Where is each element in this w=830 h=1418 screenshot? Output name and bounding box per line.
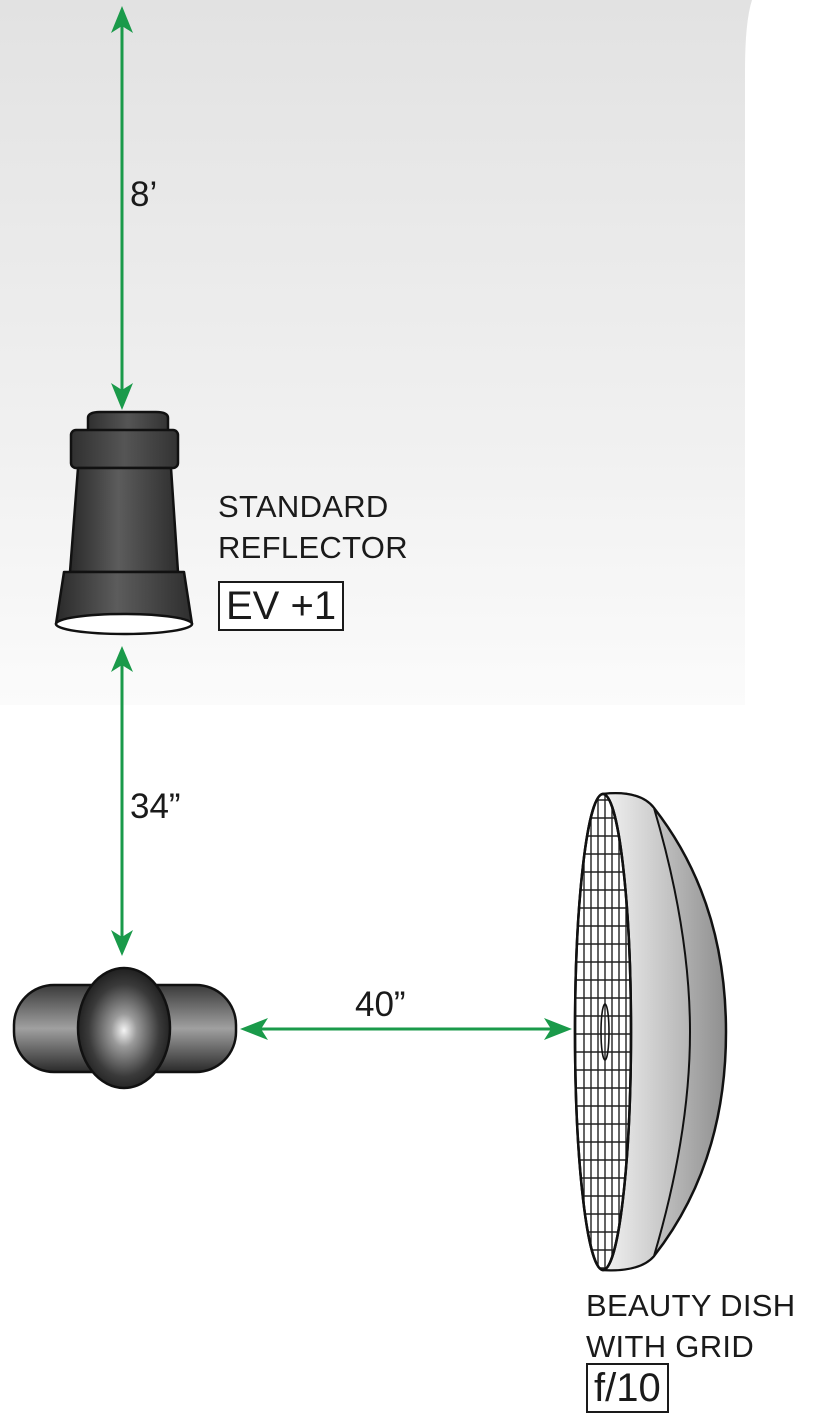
beauty-dish-icon	[573, 792, 728, 1272]
arrow-subject-to-dish	[240, 1018, 572, 1040]
beauty-dish-setting-badge: f/10	[586, 1363, 669, 1413]
reflector-label-line2: REFLECTOR	[218, 530, 408, 565]
arrow-reflector-to-subject	[111, 646, 133, 956]
standard-reflector-icon	[54, 410, 194, 636]
reflector-label-line1: STANDARD	[218, 489, 389, 524]
beauty-dish-label-line1: BEAUTY DISH	[586, 1288, 796, 1323]
distance-label-reflector-subject: 34”	[130, 787, 181, 826]
subject-icon	[12, 966, 238, 1090]
distance-label-subject-dish: 40”	[355, 985, 406, 1024]
distance-label-background: 8’	[130, 175, 158, 214]
arrow-reflector-to-background	[111, 6, 133, 410]
reflector-setting-badge: EV +1	[218, 581, 345, 631]
beauty-dish-label-line2: WITH GRID	[586, 1329, 755, 1364]
background-sweep	[0, 0, 752, 705]
beauty-dish-label: BEAUTY DISH WITH GRID	[586, 1285, 795, 1367]
reflector-label: STANDARD REFLECTOR	[218, 486, 408, 568]
